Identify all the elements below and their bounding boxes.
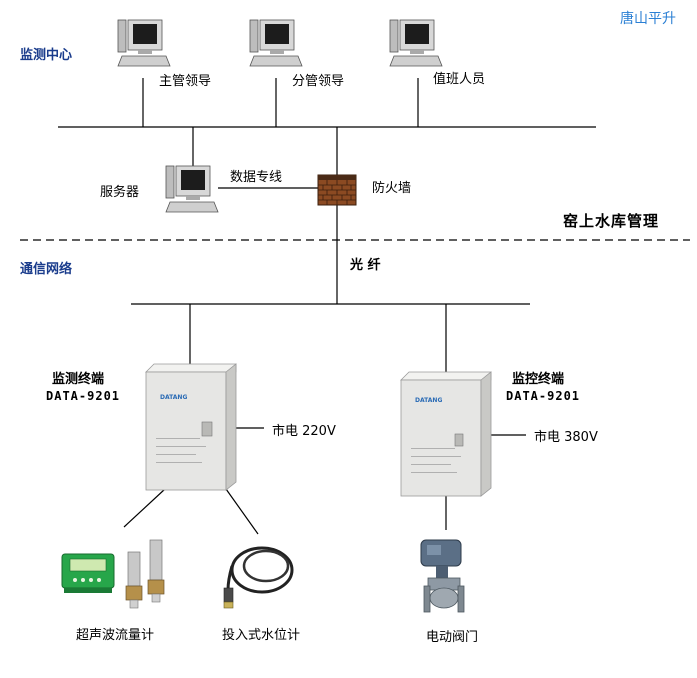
flowmeter-label: 超声波流量计 — [76, 628, 155, 643]
firewall-icon — [317, 174, 357, 206]
monitoring-terminal-title: 监测终端 — [52, 372, 105, 387]
data-line-label: 数据专线 — [230, 170, 283, 185]
wire-levelgauge — [225, 488, 259, 535]
power-label-2: 市电 380V — [534, 430, 598, 445]
workstation-label-1: 主管领导 — [159, 74, 212, 89]
ultrasonic-flowmeter-icon — [61, 539, 165, 609]
monitoring-terminal-cabinet: DATANG — [145, 363, 237, 491]
computer-icon — [249, 19, 303, 67]
brand-logo-text: 唐山平升 — [620, 11, 676, 27]
wire-flowmeter — [123, 488, 166, 528]
server-label: 服务器 — [100, 185, 140, 200]
electric-valve-icon — [420, 539, 465, 613]
reservoir-title: 窑上水库管理 — [563, 212, 660, 230]
comm-network-heading: 通信网络 — [20, 262, 73, 277]
computer-icon — [117, 19, 171, 67]
power-label-1: 市电 220V — [272, 424, 336, 439]
cabinet-brand-1: DATANG — [160, 394, 187, 401]
monitoring-center-heading: 监测中心 — [20, 48, 73, 63]
workstation-label-2: 分管领导 — [292, 74, 345, 89]
firewall-label: 防火墙 — [372, 181, 412, 196]
computer-icon — [389, 19, 443, 67]
valve-label: 电动阀门 — [426, 630, 479, 645]
level-gauge-icon — [223, 546, 294, 609]
level-gauge-label: 投入式水位计 — [222, 628, 301, 643]
fiber-label: 光 纤 — [350, 258, 381, 273]
monitoring-terminal-model: DATA-9201 — [46, 389, 121, 403]
cabinet-brand-2: DATANG — [415, 397, 442, 404]
workstation-label-3: 值班人员 — [433, 72, 486, 87]
control-terminal-cabinet: DATANG — [400, 371, 492, 497]
control-terminal-title: 监控终端 — [512, 372, 565, 387]
control-terminal-model: DATA-9201 — [506, 389, 581, 403]
server-computer-icon — [165, 165, 219, 213]
